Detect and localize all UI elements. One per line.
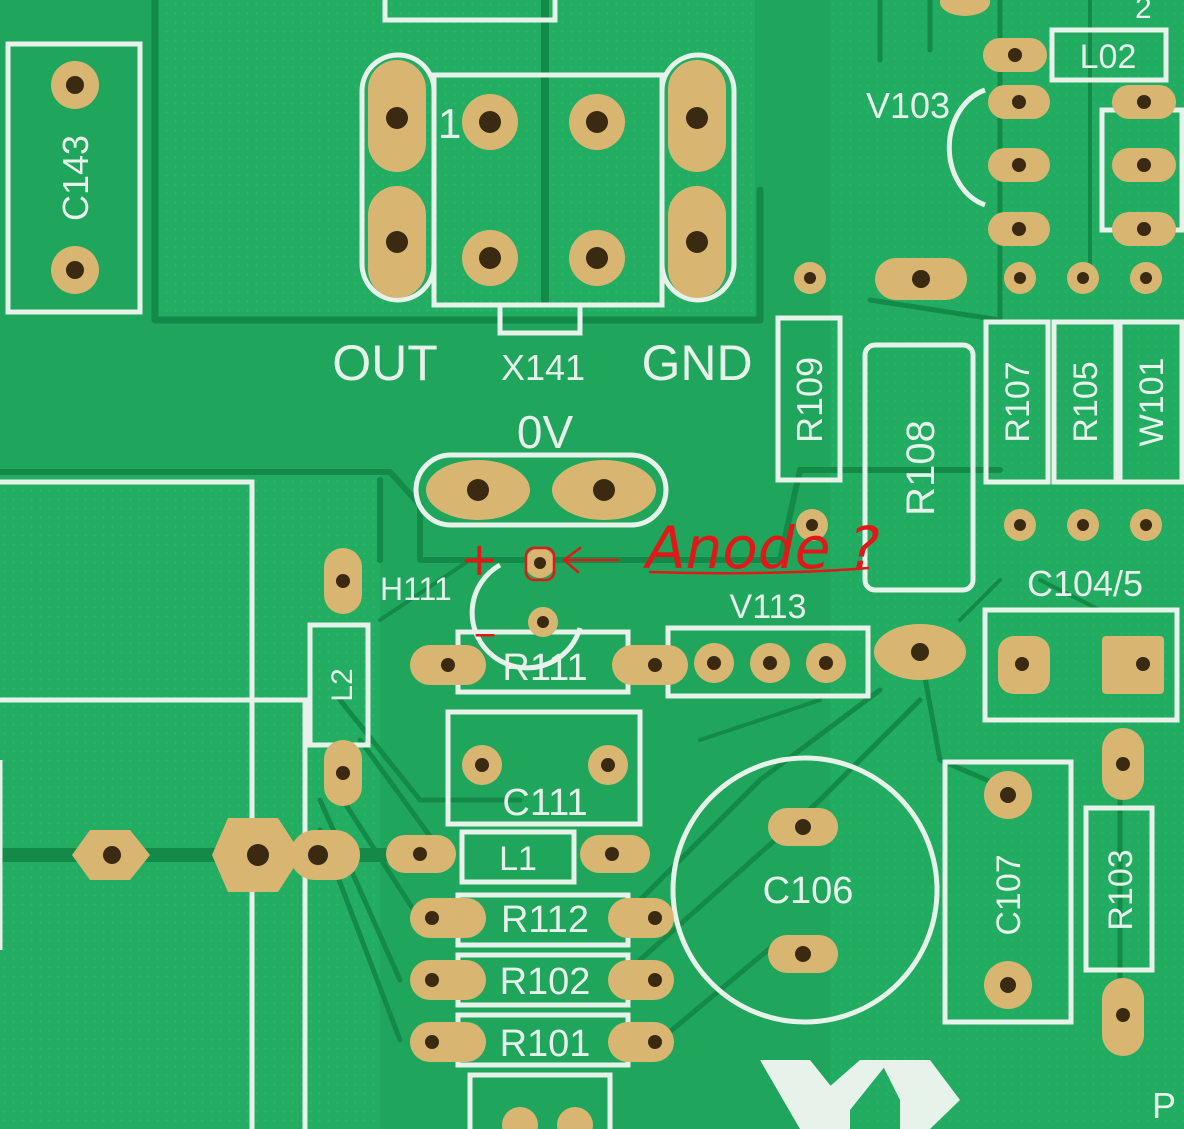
label-c143: C143 [55,135,96,221]
copper-pour-top [155,0,755,320]
annotation-text: + _ Anode ? [460,514,880,637]
label-c107: C107 [990,854,1028,935]
label-r109: R109 [789,357,830,443]
label-c104-5: C104/5 [1027,563,1143,604]
copper-pour-left [0,470,380,1129]
label-gnd: GND [641,335,752,391]
label-r112: R112 [501,899,589,941]
label-0v: 0V [517,406,574,458]
label-pin-1: 1 [438,100,461,147]
label-2: 2 [1135,0,1152,25]
label-r103: R103 [1102,849,1140,930]
label-c111: C111 [502,782,587,824]
label-r108: R108 [899,420,943,516]
label-h111: H111 [380,571,452,607]
label-w101: W101 [1133,358,1171,447]
logo-mark [760,1060,960,1129]
label-r107: R107 [999,361,1037,442]
annotation-underline [648,566,870,575]
label-l1: L1 [499,840,537,878]
label-r102: R102 [500,961,591,1003]
label-l02: L02 [1080,38,1137,76]
solder-pads [51,0,1176,1129]
label-v113: V113 [730,588,807,626]
annotation-anode: Anode ? [642,514,880,582]
label-l2: L2 [326,668,359,701]
label-r101: R101 [500,1023,591,1065]
label-v103: V103 [866,85,950,126]
red-annotation [524,546,870,582]
copper-pour-right [830,0,1184,1129]
label-r111: R111 [502,647,587,689]
annotation-plus: + [460,532,499,586]
annotation-minus: _ [475,596,495,637]
label-x141: X141 [501,347,585,388]
label-r105: R105 [1067,361,1105,442]
label-out: OUT [332,335,438,391]
label-c106: C106 [763,870,854,912]
arrow-icon [562,546,620,574]
anode-marker-circle [524,546,556,582]
label-p: P [1152,1085,1176,1126]
silkscreen-labels: C143 1 OUT X141 GND 0V V103 L02 2 R109 R… [55,0,1176,1126]
